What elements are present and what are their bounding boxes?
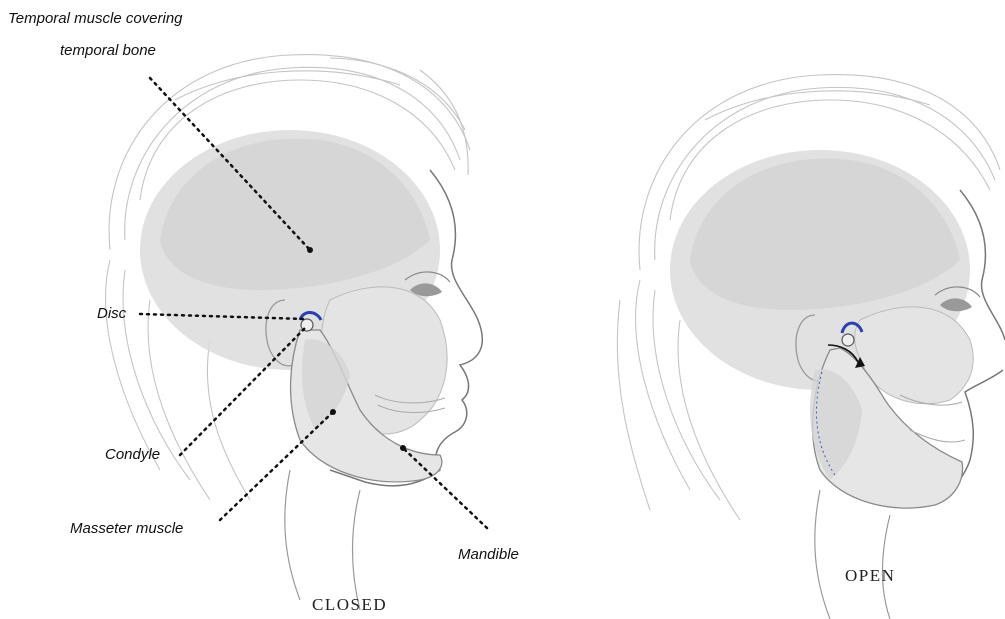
label-temporal-line1: Temporal muscle covering: [8, 10, 183, 28]
label-masseter: Masseter muscle: [70, 520, 183, 538]
label-temporal-line2: temporal bone: [60, 42, 156, 60]
open-head-figure: [617, 75, 1005, 619]
caption-closed: CLOSED: [312, 595, 387, 615]
leader-masseter: [220, 412, 333, 520]
closed-neck: [285, 470, 360, 610]
label-condyle: Condyle: [105, 446, 160, 464]
leader-mandible: [403, 448, 487, 528]
open-neck: [815, 490, 890, 619]
label-disc: Disc: [97, 305, 126, 323]
label-mandible: Mandible: [458, 546, 519, 564]
caption-open: OPEN: [845, 566, 895, 586]
open-condyle: [842, 334, 854, 346]
